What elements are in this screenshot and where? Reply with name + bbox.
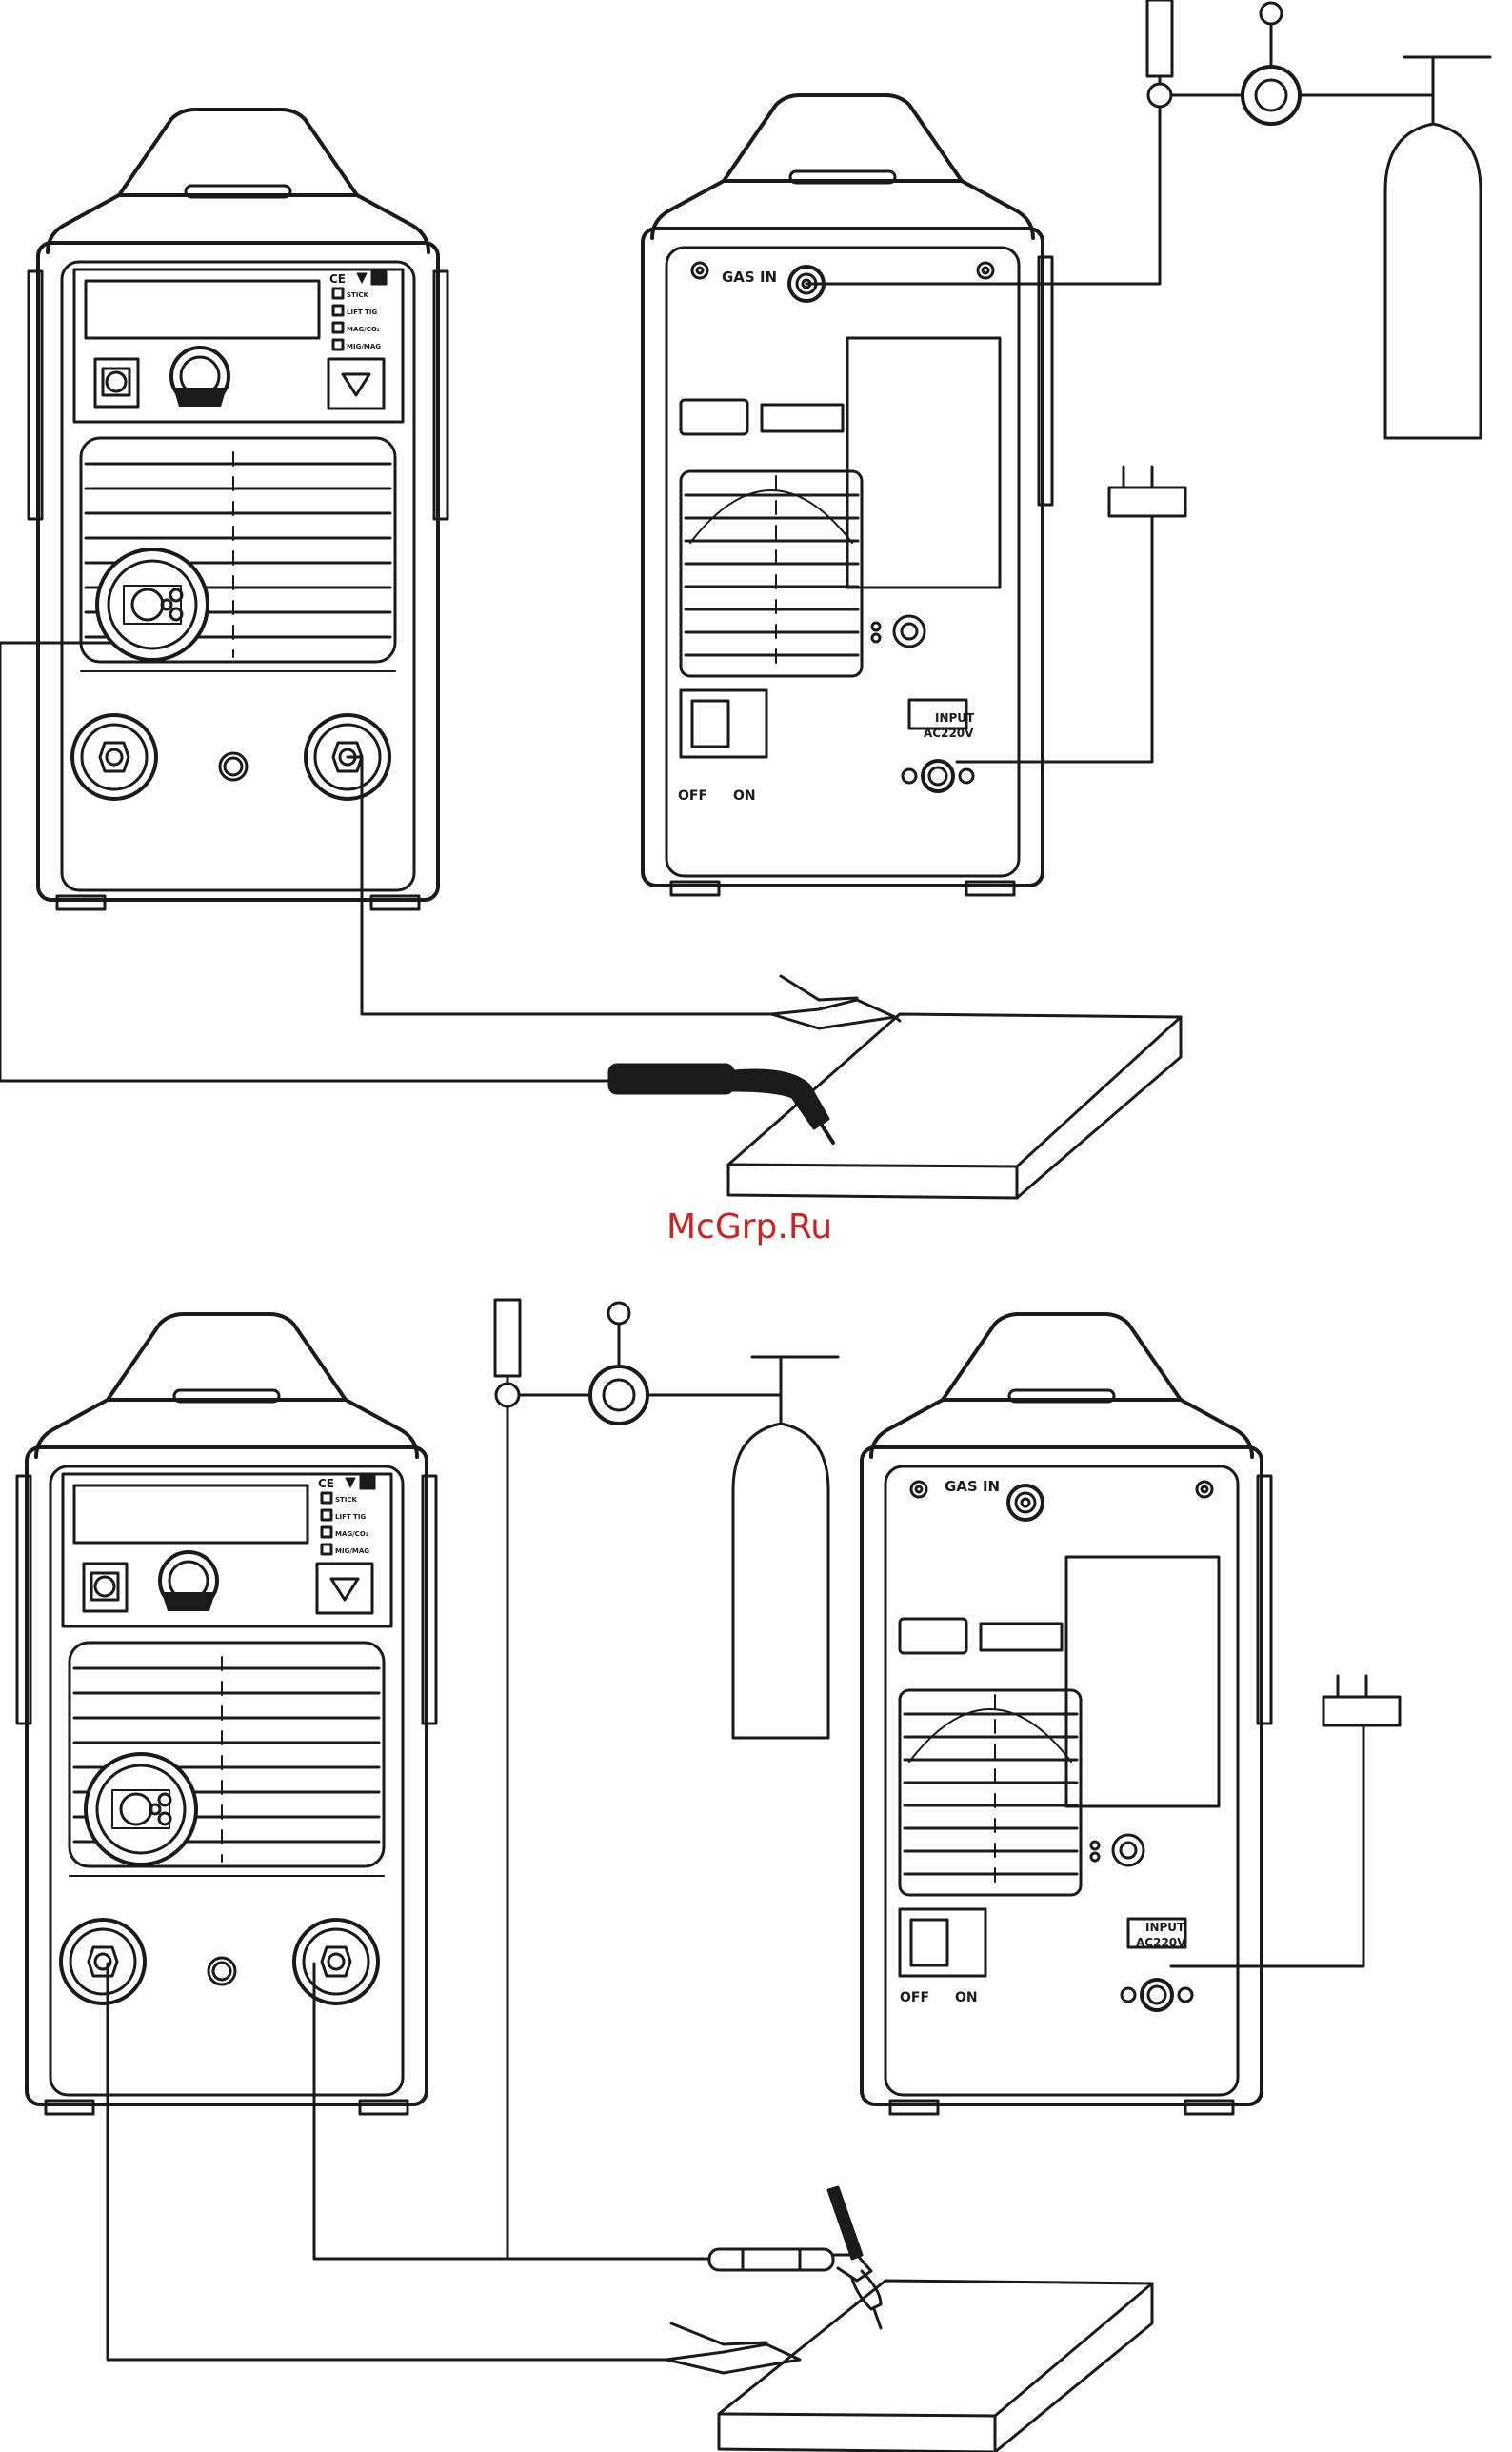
input-label: INPUT <box>935 711 975 725</box>
mode-label-bottom-1: LIFT TIG <box>335 1513 366 1521</box>
mains-cable-top <box>957 516 1152 762</box>
work-cable-bottom <box>108 1964 666 2360</box>
workpiece-bottom <box>719 2281 1152 2452</box>
gas-cylinder-top <box>1147 0 1490 438</box>
workpiece-top <box>728 1014 1181 1198</box>
mode-label-top-0: STICK <box>347 291 369 299</box>
switch-off-label-bottom: OFF <box>900 1990 929 2005</box>
input-voltage-label-bottom: AC220V <box>1136 1936 1186 1949</box>
mode-label-top-1: LIFT TIG <box>347 309 377 316</box>
switch-on-label-bottom: ON <box>955 1990 978 2005</box>
mains-plug-bottom <box>1323 1676 1400 1725</box>
input-voltage-label: AC220V <box>924 727 974 740</box>
welder-front-unit-top <box>29 110 448 909</box>
switch-on-label: ON <box>733 788 756 804</box>
mode-label-bottom-3: MIG/MAG <box>335 1547 369 1555</box>
mode-label-bottom-2: MAG/CO₂ <box>335 1530 368 1538</box>
mains-plug-top <box>1109 467 1185 516</box>
welder-front-unit-bottom <box>17 1314 436 2114</box>
work-clamp-top <box>771 976 900 1028</box>
welder-rear-unit-top <box>643 95 1052 895</box>
mode-label-bottom-0: STICK <box>335 1496 358 1504</box>
tig-torch <box>709 2187 881 2328</box>
mode-label-top-2: MAG/CO₂ <box>347 326 380 333</box>
switch-off-label: OFF <box>678 788 707 804</box>
gas-in-label-bottom: GAS IN <box>945 1478 1000 1495</box>
mains-cable-bottom <box>1171 1725 1363 1966</box>
watermark: McGrp.Ru <box>666 1207 832 1246</box>
tig-torch-cable <box>314 1964 709 2259</box>
mode-label-top-3: MIG/MAG <box>347 343 381 350</box>
gas-cylinder-bottom <box>495 1300 838 1738</box>
gas-hose-top <box>806 107 1160 284</box>
gas-in-label: GAS IN <box>722 269 777 286</box>
input-label-bottom: INPUT <box>1145 1921 1185 1934</box>
